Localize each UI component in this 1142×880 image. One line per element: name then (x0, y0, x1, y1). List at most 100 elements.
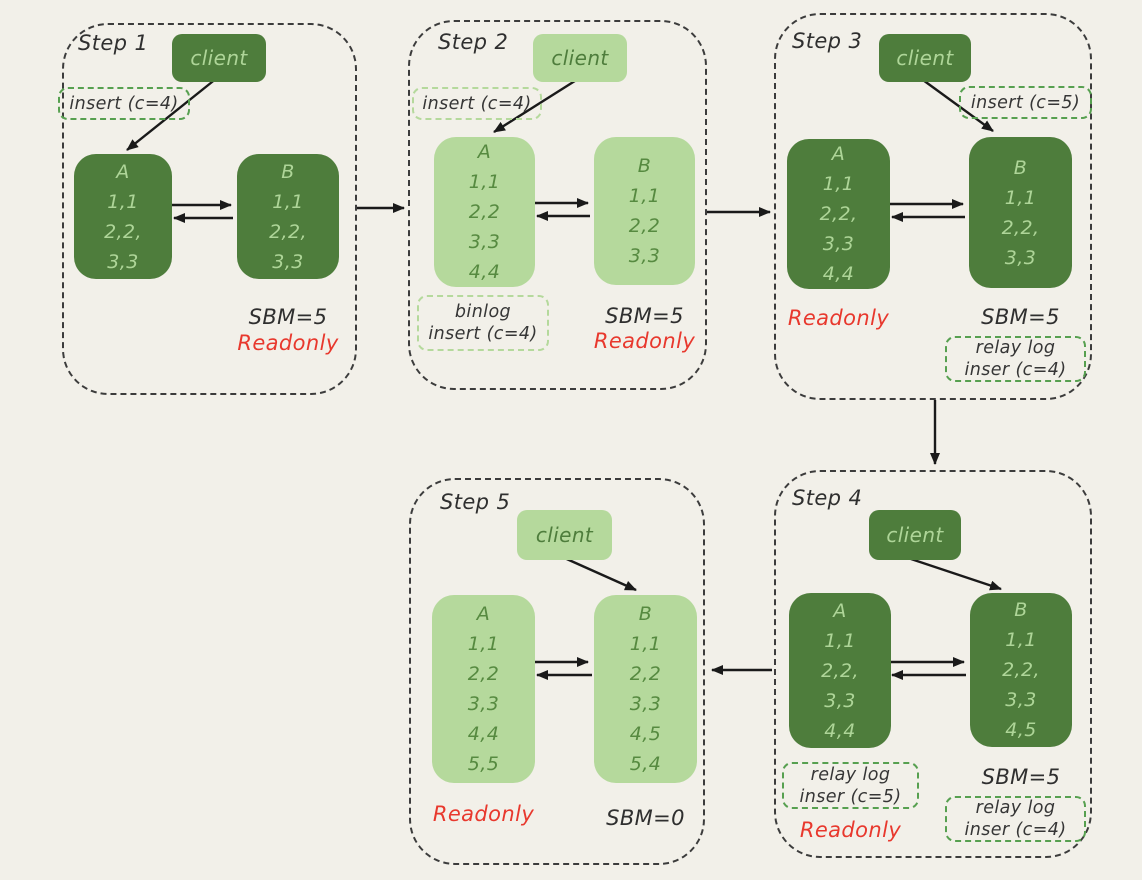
node-name: A (116, 160, 130, 183)
list-line: binlog (454, 302, 512, 322)
node-name: B (637, 155, 652, 177)
list-line: 2,2, (1001, 216, 1040, 239)
list-line: 2,2 (629, 663, 662, 685)
sbm-label: SBM=0 (606, 806, 685, 830)
readonly-label: Readonly (593, 329, 696, 353)
list-line: 4,4 (467, 723, 500, 745)
sbm-label: SBM=5 (248, 305, 328, 329)
insert-annotation-text: insert (c=5) (970, 92, 1081, 113)
list-line: 2,2, (819, 203, 858, 225)
readonly-label: Readonly (432, 802, 535, 826)
readonly-label: Readonly (237, 331, 339, 355)
client-box: client (172, 34, 266, 82)
insert-annotation: insert (c=4) (58, 87, 190, 120)
node-b: B 1,1 2,2, 3,3 (237, 154, 339, 279)
list-line: 2,2 (628, 215, 661, 237)
list-line: 2,2, (269, 220, 307, 243)
step-label: Step 4 (792, 486, 863, 510)
node-rows: 1,1 2,2, 3,3 (269, 187, 307, 277)
list-line: 5,5 (467, 753, 500, 775)
node-name: B (1014, 599, 1028, 621)
list-line: 1,1 (1005, 629, 1037, 651)
client-label: client (896, 46, 954, 70)
node-name: B (638, 603, 653, 625)
readonly-label: Readonly (787, 306, 890, 330)
list-line: relay log (975, 798, 1056, 818)
step-label: Step 1 (78, 31, 149, 55)
list-line: 2,2, (104, 220, 142, 243)
list-line: insert (c=4) (428, 324, 538, 344)
list-line: 3,3 (1005, 689, 1037, 711)
sbm-label: SBM=5 (605, 304, 684, 328)
node-rows: 1,1 2,2 3,3 4,4 5,5 (468, 629, 499, 779)
list-line: 3,3 (272, 250, 304, 273)
list-line: 1,1 (107, 190, 139, 213)
list-line: 1,1 (272, 190, 304, 213)
node-rows: 1,1 2,2, 3,3 (1002, 183, 1040, 273)
client-box: client (869, 510, 961, 560)
list-line: 3,3 (1004, 246, 1037, 269)
client-label: client (886, 523, 944, 547)
node-a: A 1,1 2,2 3,3 4,4 5,5 (432, 595, 535, 783)
list-line: 1,1 (1004, 186, 1037, 209)
list-line: 4,5 (629, 723, 662, 745)
list-line: 3,3 (628, 245, 661, 267)
list-line: 5,4 (629, 753, 662, 775)
client-label: client (535, 523, 594, 547)
list-line: 1,1 (467, 633, 500, 655)
list-line: 3,3 (467, 693, 500, 715)
node-b: B 1,1 2,2 3,3 4,5 5,4 (594, 595, 697, 783)
node-name: A (477, 141, 492, 163)
node-b: B 1,1 2,2 3,3 (594, 137, 695, 285)
client-label: client (190, 46, 248, 70)
readonly-label: Readonly (799, 818, 902, 842)
node-name: A (476, 603, 491, 625)
list-line: 3,3 (629, 693, 662, 715)
list-line: inser (c=4) (964, 360, 1067, 380)
client-box: client (517, 510, 612, 560)
node-rows: 1,1 2,2 3,3 (629, 181, 660, 271)
node-name: B (281, 160, 295, 183)
step-5-panel: Step 5 client A 1,1 2,2 3,3 4,4 5,5 B 1,1 2,2… (409, 478, 705, 865)
sbm-label: SBM=5 (981, 305, 1060, 329)
client-box: client (879, 34, 971, 82)
list-line: 4,4 (468, 261, 501, 283)
step-label: Step 5 (440, 490, 511, 514)
list-line: 1,1 (628, 185, 661, 207)
insert-annotation-text: insert (c=4) (69, 93, 179, 114)
insert-annotation: insert (c=4) (412, 87, 542, 120)
list-line: 1,1 (822, 173, 855, 195)
client-box: client (533, 34, 627, 82)
list-line: relay log (810, 764, 891, 785)
client-label: client (551, 46, 609, 70)
node-rows: 1,1 2,2 3,3 4,5 5,4 (630, 629, 661, 779)
list-line: 1,1 (824, 629, 856, 652)
insert-annotation-text: insert (c=4) (422, 93, 532, 114)
list-line: 1,1 (629, 633, 662, 655)
list-line: 2,2 (468, 201, 501, 223)
list-line: 3,3 (824, 689, 856, 712)
list-line: relay log (975, 338, 1056, 358)
list-line: 2,2, (1002, 659, 1040, 681)
list-line: 3,3 (468, 231, 501, 253)
list-line: 2,2 (467, 663, 500, 685)
